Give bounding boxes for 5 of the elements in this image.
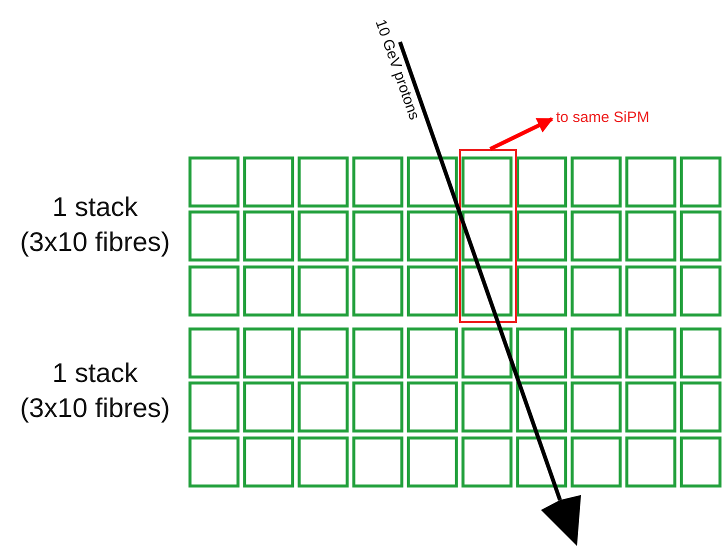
stack-label: 1 stack (3x10 fibres) <box>18 191 172 260</box>
stack-label: 1 stack (3x10 fibres) <box>18 357 172 426</box>
arrow <box>489 117 554 151</box>
annotation-text: to same SiPM <box>556 109 650 126</box>
highlight-frame <box>459 149 517 323</box>
